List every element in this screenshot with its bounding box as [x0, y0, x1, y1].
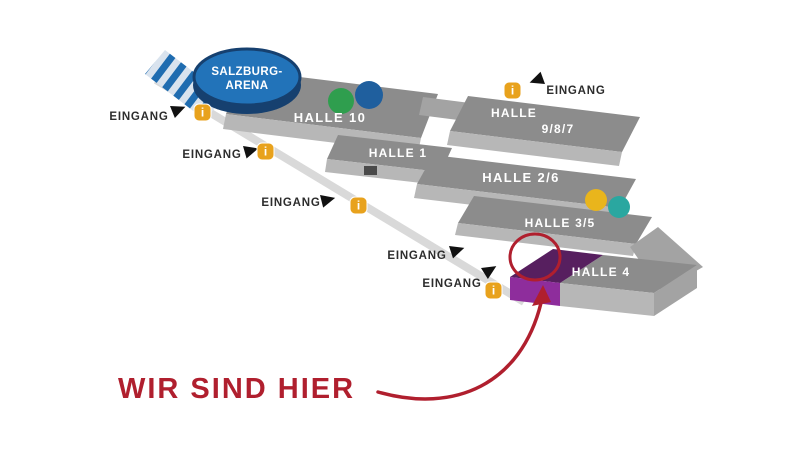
- entrance-3-label: EINGANG: [261, 197, 320, 209]
- arena-label-line2: ARENA: [226, 80, 269, 92]
- halle-1-label: HALLE 1: [369, 146, 427, 160]
- halle-1-top-face: [327, 135, 452, 172]
- entrance-1-arrow-icon: [170, 106, 186, 119]
- halle-4-top-face: [560, 255, 697, 293]
- entrance-1-label: EINGANG: [109, 111, 168, 123]
- entrance-2-info-glyph: i: [264, 145, 267, 159]
- entrance-4-arrow-icon: [529, 71, 545, 84]
- entrance-5-label: EINGANG: [387, 250, 446, 262]
- entrance-eingang-6: EINGANG i: [422, 266, 503, 300]
- halle-4-label: HALLE 4: [572, 265, 630, 279]
- entrance-eingang-5: EINGANG: [387, 246, 465, 262]
- blue-dot: [355, 81, 383, 109]
- entrance-3-arrow-icon: [320, 195, 336, 208]
- entrance-6-info-icon: [484, 281, 503, 300]
- here-curved-arrow: [376, 301, 543, 401]
- entrance-4-label: EINGANG: [546, 85, 605, 97]
- teal-dot: [608, 196, 630, 218]
- green-dot: [328, 88, 354, 114]
- entrance-1-info-icon: [193, 103, 212, 122]
- hall-halle-987: HALLE 9/8/7: [447, 96, 640, 166]
- entrance-6-info-glyph: i: [492, 284, 495, 298]
- entrance-5-arrow-icon: [449, 246, 465, 259]
- salzburg-arena: SALZBURG- ARENA: [192, 47, 302, 114]
- hall-halle-35: HALLE 3/5: [455, 196, 652, 256]
- walkway-path: [153, 76, 527, 306]
- yellow-dot: [585, 189, 607, 211]
- entrance-1-info-glyph: i: [201, 106, 204, 120]
- hall-halle-1: HALLE 1: [325, 135, 452, 185]
- halle-987-label-line1: HALLE: [491, 106, 537, 120]
- halle-35-top-face: [458, 196, 652, 244]
- entrance-eingang-4: i EINGANG: [503, 71, 605, 100]
- halle-1-door: [364, 166, 377, 175]
- entrance-6-arrow-icon: [481, 266, 497, 280]
- entrance-eingang-2: EINGANG i: [182, 142, 275, 161]
- entrance-3-info-glyph: i: [357, 199, 360, 213]
- halle-1-front-face: [325, 159, 441, 185]
- halle-4-end-face: [654, 265, 697, 316]
- arena-label-line1: SALZBURG-: [211, 66, 282, 78]
- entrance-4-info-icon: [503, 81, 522, 100]
- connector-halle10-halle987: [419, 97, 470, 121]
- entrance-2-arrow-icon: [243, 146, 259, 159]
- entrance-eingang-3: EINGANG i: [261, 195, 368, 215]
- halle-10-label: HALLE 10: [294, 110, 367, 125]
- halle-4-front-face: [560, 283, 654, 316]
- entrance-6-label: EINGANG: [422, 278, 481, 290]
- entrance-3-info-icon: [349, 196, 368, 215]
- entrance-2-info-icon: [256, 142, 275, 161]
- arena-roof: [192, 47, 302, 107]
- here-arrowhead-icon: [532, 285, 551, 306]
- here-label: WIR SIND HIER: [118, 373, 355, 405]
- halle-35-front-face: [455, 223, 636, 256]
- entrance-4-info-glyph: i: [511, 84, 514, 98]
- halle-987-top-face: [450, 96, 640, 152]
- halle-987-label-line2: 9/8/7: [542, 122, 575, 136]
- halle-35-label: HALLE 3/5: [525, 216, 596, 230]
- entrance-eingang-1: EINGANG i: [109, 103, 212, 123]
- halle-26-top-face: [417, 155, 636, 208]
- halle-26-label: HALLE 2/6: [482, 170, 560, 185]
- entrance-2-label: EINGANG: [182, 149, 241, 161]
- red-circle-marker: [508, 232, 562, 282]
- halle-987-front-face: [447, 131, 622, 166]
